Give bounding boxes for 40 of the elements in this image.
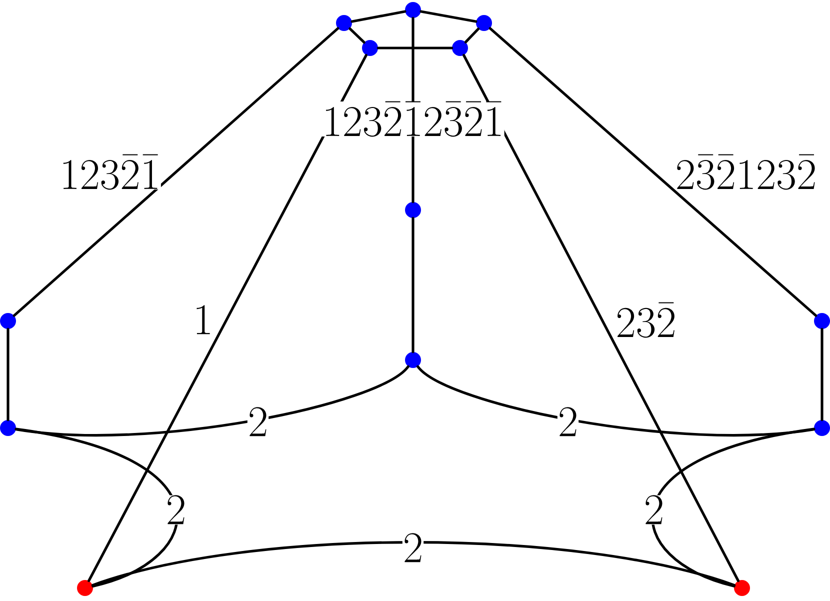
- edge-label: $2$: [643, 495, 665, 525]
- edge-label: $23\bar{2}$: [615, 302, 677, 338]
- edge-label: $2\bar{3}\bar{2}123\bar{2}$: [674, 154, 818, 190]
- edge-label: $123\bar{2}\bar{1}2\bar{3}\bar{2}\bar{1}$: [322, 101, 504, 137]
- edge-label: $2$: [165, 495, 187, 525]
- curved-edge: [91, 541, 736, 586]
- vertex-dot: [734, 580, 750, 596]
- edge-line: [420, 10, 478, 23]
- edge-line: [350, 10, 406, 23]
- vertex-dot: [405, 2, 421, 18]
- vertex-dot: [77, 580, 93, 596]
- edge-line: [488, 27, 818, 317]
- vertex-dot: [362, 40, 378, 56]
- vertex-dot: [814, 420, 830, 436]
- vertex-dot: [476, 15, 492, 31]
- vertex-dot: [452, 40, 468, 56]
- edge-line: [348, 27, 366, 44]
- curved-edge: [652, 428, 816, 588]
- edge-label: $123\bar{2}\bar{1}$: [59, 154, 161, 190]
- edge-line: [464, 28, 480, 44]
- vertex-dot: [336, 15, 352, 31]
- vertex-dot: [405, 352, 421, 368]
- vertex-dot: [0, 313, 16, 329]
- vertex-dot: [405, 202, 421, 218]
- edge-line: [462, 54, 740, 582]
- edge-line: [6, 328, 10, 422]
- edge-line: [820, 328, 824, 422]
- edge-line: [412, 216, 414, 354]
- edge-label: $2$: [247, 407, 269, 437]
- edge-label: $2$: [557, 407, 579, 437]
- curved-edge: [14, 428, 178, 588]
- vertex-dot: [0, 420, 16, 436]
- curved-edge: [14, 365, 410, 437]
- edge-label: $2$: [402, 533, 424, 563]
- edge-line: [376, 46, 454, 50]
- edge-line: [12, 27, 340, 317]
- edge-line: [88, 54, 368, 582]
- curved-edge: [416, 365, 816, 437]
- vertex-dot: [814, 313, 830, 329]
- edge-label: $1$: [192, 305, 214, 335]
